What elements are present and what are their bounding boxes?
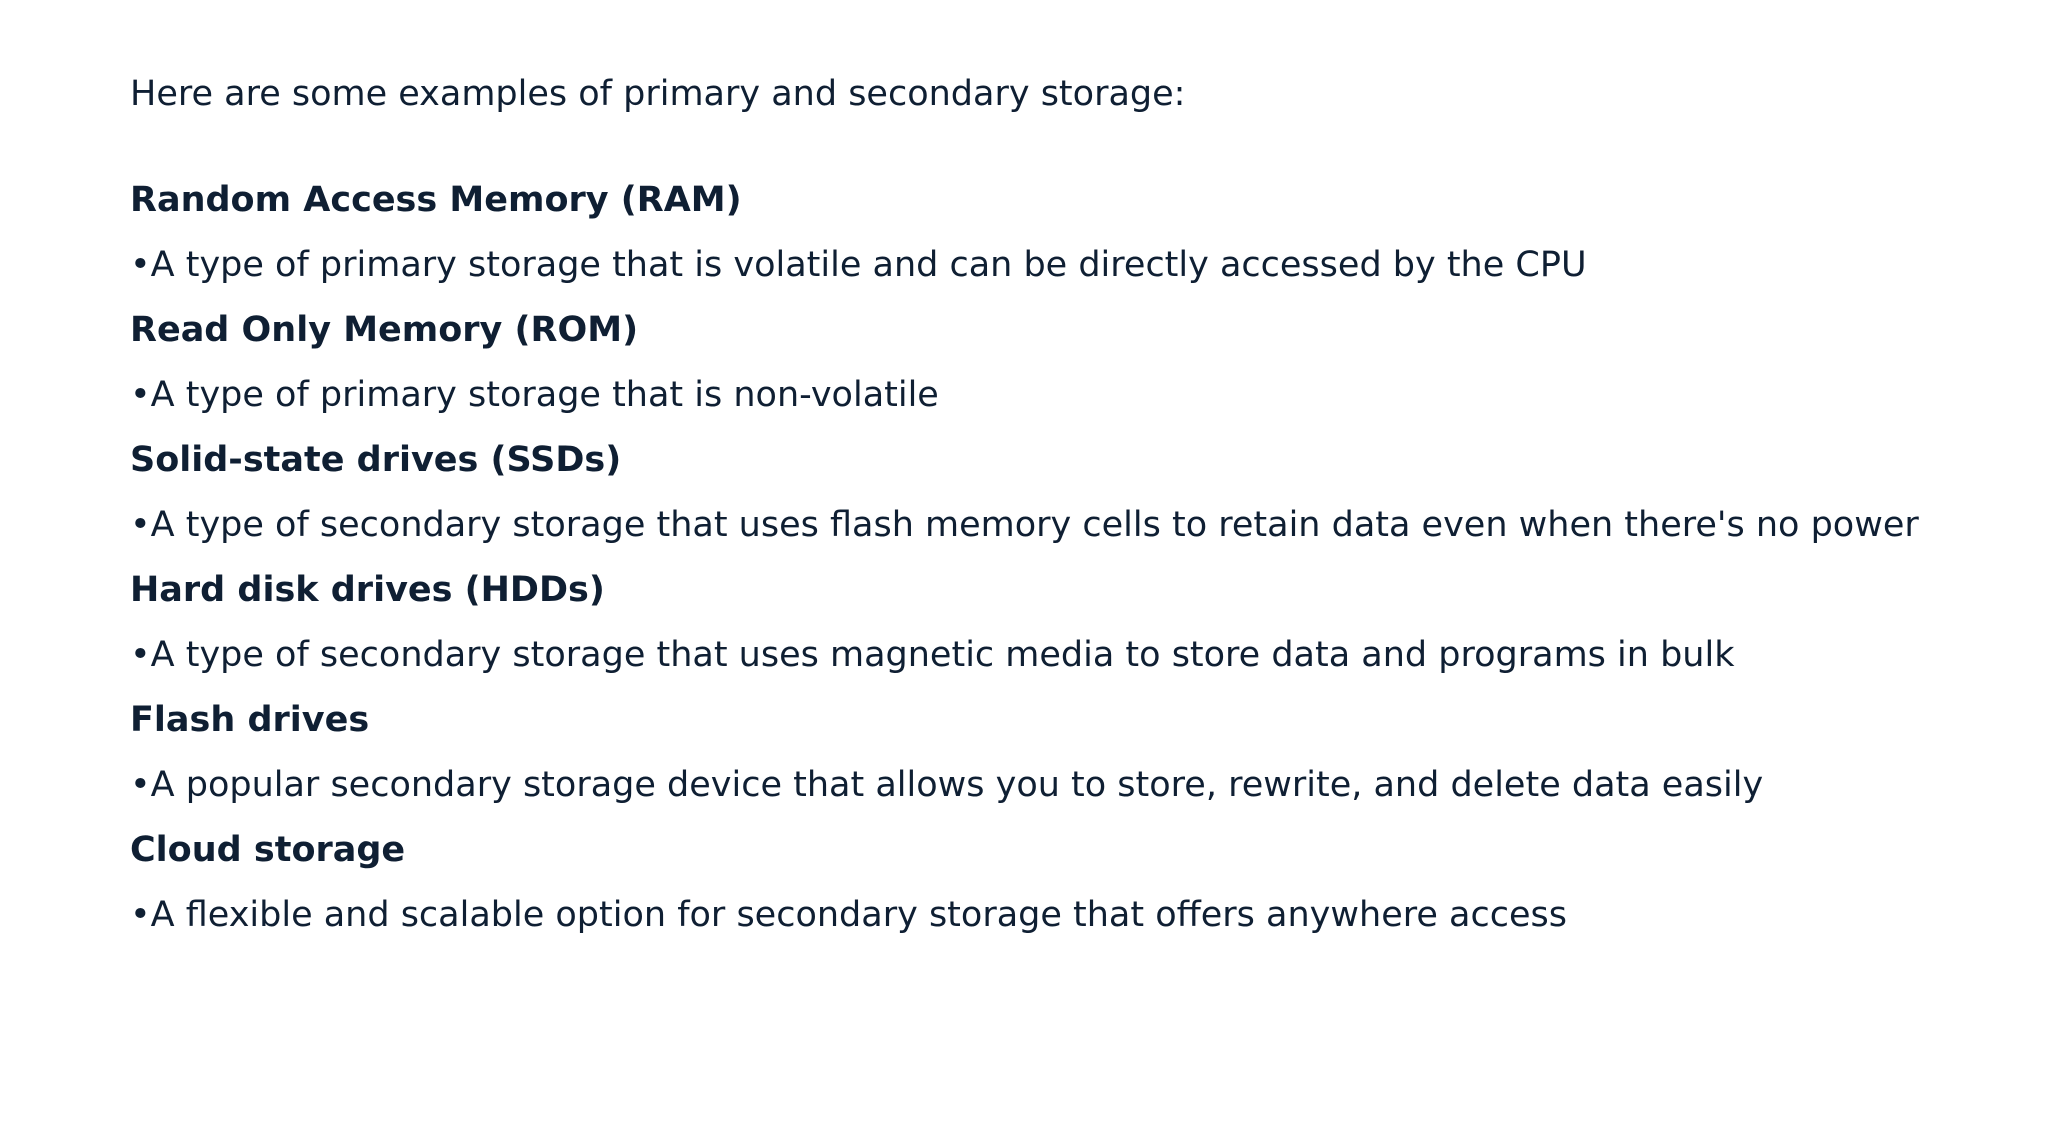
entry-description: •A type of secondary storage that uses m… (130, 633, 1970, 677)
entry-description-text: A flexible and scalable option for secon… (150, 895, 1567, 935)
entry-term: Random Access Memory (RAM) (130, 180, 742, 220)
list-item: Read Only Memory (ROM) •A type of primar… (130, 308, 1970, 417)
entry-term: Solid-state drives (SSDs) (130, 440, 622, 480)
list-item: Random Access Memory (RAM) •A type of pr… (130, 178, 1970, 287)
document-content: Here are some examples of primary and se… (130, 72, 1970, 958)
bullet-icon: • (130, 635, 151, 675)
list-item: Flash drives •A popular secondary storag… (130, 698, 1970, 807)
entry-description: •A flexible and scalable option for seco… (130, 893, 1970, 937)
entry-description-text: A type of secondary storage that uses fl… (150, 505, 1919, 545)
bullet-icon: • (130, 895, 151, 935)
entry-description: •A type of secondary storage that uses f… (130, 503, 1970, 547)
entry-description-text: A type of primary storage that is non-vo… (150, 375, 939, 415)
bullet-icon: • (130, 505, 151, 545)
entry-term: Hard disk drives (HDDs) (130, 570, 605, 610)
entry-description: •A popular secondary storage device that… (130, 763, 1970, 807)
list-item: Solid-state drives (SSDs) •A type of sec… (130, 438, 1970, 547)
entry-description-text: A type of secondary storage that uses ma… (150, 635, 1735, 675)
entry-term: Read Only Memory (ROM) (130, 310, 639, 350)
bullet-icon: • (130, 375, 151, 415)
entry-term: Flash drives (130, 700, 370, 740)
entry-description-text: A type of primary storage that is volati… (150, 245, 1587, 285)
list-item: Hard disk drives (HDDs) •A type of secon… (130, 568, 1970, 677)
entry-description: •A type of primary storage that is volat… (130, 243, 1970, 287)
storage-examples-list: Random Access Memory (RAM) •A type of pr… (130, 178, 1970, 937)
entry-term: Cloud storage (130, 830, 406, 870)
bullet-icon: • (130, 765, 151, 805)
intro-text: Here are some examples of primary and se… (130, 74, 1186, 114)
entry-description: •A type of primary storage that is non-v… (130, 373, 1970, 417)
entry-description-text: A popular secondary storage device that … (150, 765, 1764, 805)
bullet-icon: • (130, 245, 151, 285)
list-item: Cloud storage •A flexible and scalable o… (130, 828, 1970, 937)
